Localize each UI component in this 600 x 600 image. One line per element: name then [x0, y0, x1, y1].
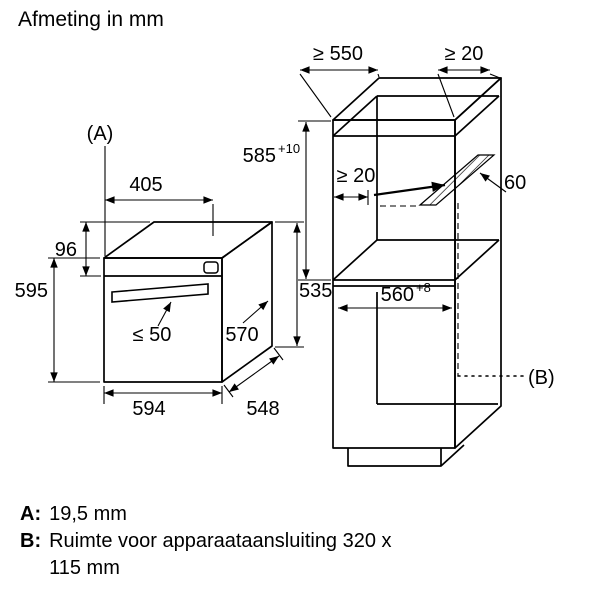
dim-handle-50: ≤ 50 [133, 301, 172, 346]
dim-560: 560 +8 [338, 280, 452, 312]
dim-594-label: 594 [132, 398, 165, 420]
dim-60: 60 [479, 172, 526, 194]
dim-570-label: 570 [225, 324, 258, 346]
oven-drawing [103, 221, 273, 383]
dim-20-rear-label: ≥ 20 [337, 165, 376, 187]
dim-50-label: ≤ 50 [133, 324, 172, 346]
oven-side [221, 221, 273, 383]
dim-60-label: 60 [504, 172, 526, 194]
dim-ref-a: (A) [87, 123, 114, 256]
cabinet-plinth [347, 444, 465, 467]
dim-550: ≥ 550 [299, 43, 380, 118]
dim-595: 595 [15, 257, 100, 383]
footnote-a-text: 19,5 mm [49, 503, 127, 525]
dim-550-label: ≥ 550 [313, 43, 363, 65]
dim-535: 535 [275, 221, 332, 348]
dim-20-rear: ≥ 20 [334, 165, 446, 205]
dim-20-top: ≥ 20 [437, 43, 501, 118]
oven-handle [111, 283, 209, 303]
ref-b-label: (B) [528, 367, 555, 389]
dim-96-label: 96 [55, 239, 77, 261]
dim-548-label: 548 [246, 398, 279, 420]
ref-a-label: (A) [87, 123, 114, 145]
niche-shelf [332, 239, 500, 287]
dim-585-tolerance: +10 [278, 141, 300, 156]
dim-548: 548 [223, 347, 284, 420]
footnote-b: B: Ruimte voor apparaataansluiting 320 x… [20, 528, 419, 582]
footnote-a-label: A: [20, 503, 42, 525]
footnotes: A: 19,5 mm B: Ruimte voor apparaataanslu… [20, 501, 419, 582]
niche-interior-edges [332, 95, 500, 240]
dim-96: 96 [55, 221, 150, 277]
dim-560-label: 560 [381, 284, 414, 306]
dim-405: 405 [105, 174, 214, 236]
dim-585-label: 585 [243, 145, 276, 167]
footnote-a: A: 19,5 mm [20, 501, 419, 528]
dim-585: 585 +10 [243, 120, 331, 281]
page-title: Afmeting in mm [18, 8, 164, 31]
dim-535-label: 535 [299, 280, 332, 302]
cabinet-side [454, 77, 502, 449]
dim-594: 594 [103, 386, 223, 420]
cabinet-drawing [332, 77, 525, 467]
dim-560-tolerance: +8 [416, 280, 431, 295]
lower-compartment-edges [376, 292, 498, 405]
oven-latch [203, 261, 219, 274]
footnote-b-text: Ruimte voor apparaataansluiting 320 x 11… [49, 530, 392, 579]
dim-570: 570 [225, 300, 269, 346]
connection-area-hatch [418, 154, 496, 206]
footnote-b-label: B: [20, 530, 42, 552]
dim-20-top-label: ≥ 20 [445, 43, 484, 65]
dim-ref-b: (B) [528, 367, 555, 389]
dim-595-label: 595 [15, 280, 48, 302]
dim-405-label: 405 [129, 174, 162, 196]
